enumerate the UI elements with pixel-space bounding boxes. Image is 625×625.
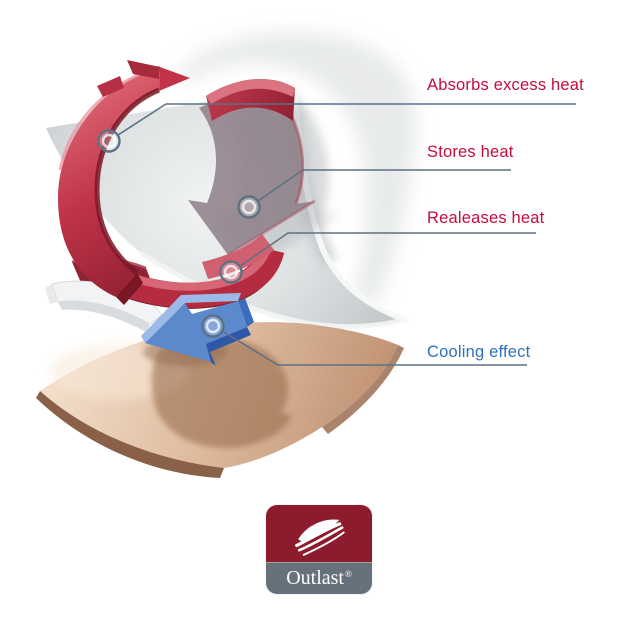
white-arrow-endcap [45,284,58,304]
swoosh-stripe-3 [302,531,345,556]
swoosh-icon [295,519,345,556]
callout-anchor-cooling [201,314,225,338]
swoosh-wing [298,519,340,542]
callout-label-cooling: Cooling effect [427,343,531,361]
cooling-arrow-top-face [141,293,241,343]
callout-anchor-stores-inner [241,199,257,215]
background-halo [175,31,416,305]
swoosh-stripe-2 [297,526,344,552]
crescent-arrowhead-tip [159,67,190,91]
callout-line-releases [239,232,536,267]
callout-anchor-stores [237,195,261,219]
logo-wordmark: Outlast® [266,562,372,594]
callout-label-absorbs: Absorbs excess heat [427,76,584,94]
cooling-arrow-endcap [238,298,254,327]
crescent-band [58,67,160,297]
store-heat-arrow-red-rim2 [227,199,316,257]
callout-label-stores: Stores heat [427,143,514,161]
white-arrow-underside [58,300,150,332]
store-heat-arrow-body [188,89,315,255]
swoosh-stripe-1 [295,522,342,548]
store-heat-arrow [188,89,341,267]
callout-line-absorbs [117,103,576,136]
skin-right-edge [322,345,404,434]
callout-line-stores [257,169,511,202]
callout-line-cooling [221,330,527,366]
callout-anchors [97,129,261,338]
top-segment-highlight [206,78,295,104]
crescent-end-facet [116,273,143,305]
callout-anchor-absorbs [97,129,121,153]
registered-mark: ® [344,569,352,579]
release-band-top-facet [202,234,274,279]
callout-anchor-cooling-inner [205,318,221,334]
logo-brand-text: Outlast [286,567,344,589]
crescent-inner-rim [94,87,160,275]
callout-anchor-releases [219,260,243,284]
logo-mark [266,505,372,562]
cooling-arrow-side-dark [206,327,251,352]
crescent-arrowhead-tab [127,60,160,79]
absorb-heat-arrow [58,60,190,305]
outlast-logo: Outlast® [266,505,372,594]
callout-label-releases: Realeases heat [427,209,545,227]
heat-loop-top-segment [206,78,295,121]
fabric-sheet-bottom-rim [139,251,406,330]
callout-anchor-absorbs-inner [101,133,117,149]
skin-front-edge [36,391,224,478]
callout-anchor-releases-inner [223,264,239,280]
crescent-left-notch [97,76,124,97]
cooling-arrow-side-dark2 [206,344,216,366]
cooling-arrow-front-face [145,301,247,362]
callout-lines [97,103,576,366]
cooling-arrow [141,293,254,366]
